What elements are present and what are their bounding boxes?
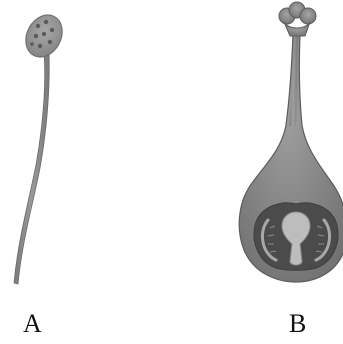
structure-a [14,9,69,284]
label-a: A [23,308,42,340]
filament [14,52,49,284]
structure-b [239,2,343,282]
label-b: B [289,308,306,340]
stigma [279,2,316,36]
